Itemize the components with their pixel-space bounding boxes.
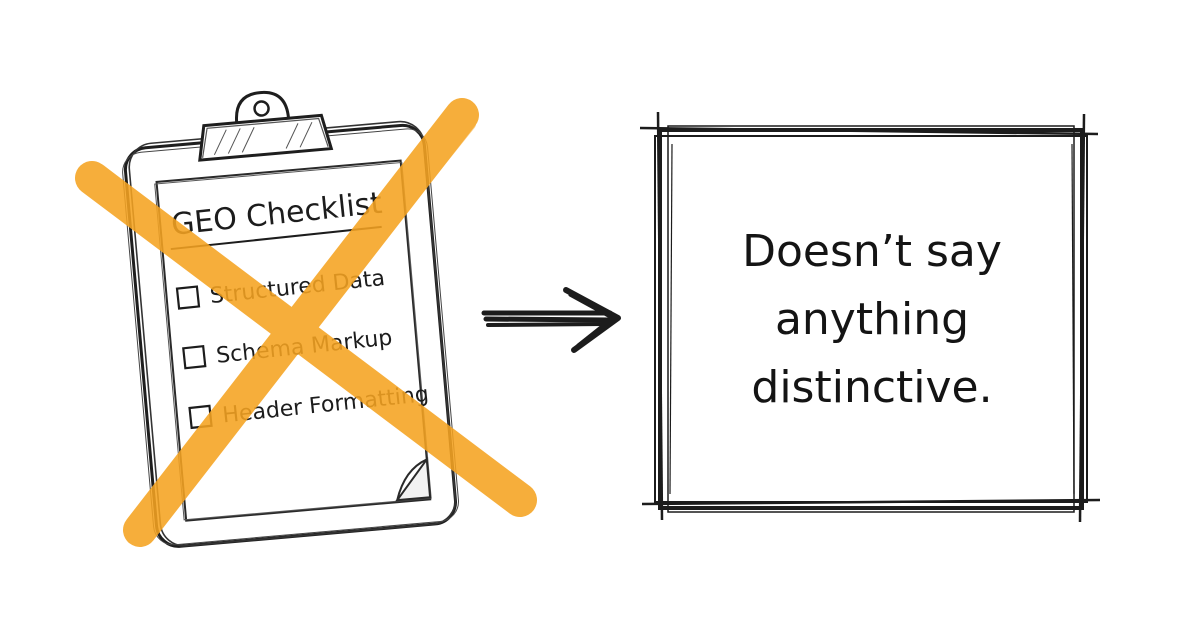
cross-out-x-icon — [75, 98, 537, 547]
statement-line: anything — [775, 294, 969, 345]
arrow-right-icon — [481, 287, 621, 353]
statement-line: Doesn’t say — [742, 226, 1002, 277]
statement-text: Doesn’t say anything distinctive. — [742, 226, 1002, 413]
statement-line: distinctive. — [751, 362, 992, 413]
statement-frame — [639, 111, 1101, 523]
checkbox-empty-icon[interactable] — [182, 345, 207, 370]
checkbox-empty-icon[interactable] — [175, 285, 201, 310]
